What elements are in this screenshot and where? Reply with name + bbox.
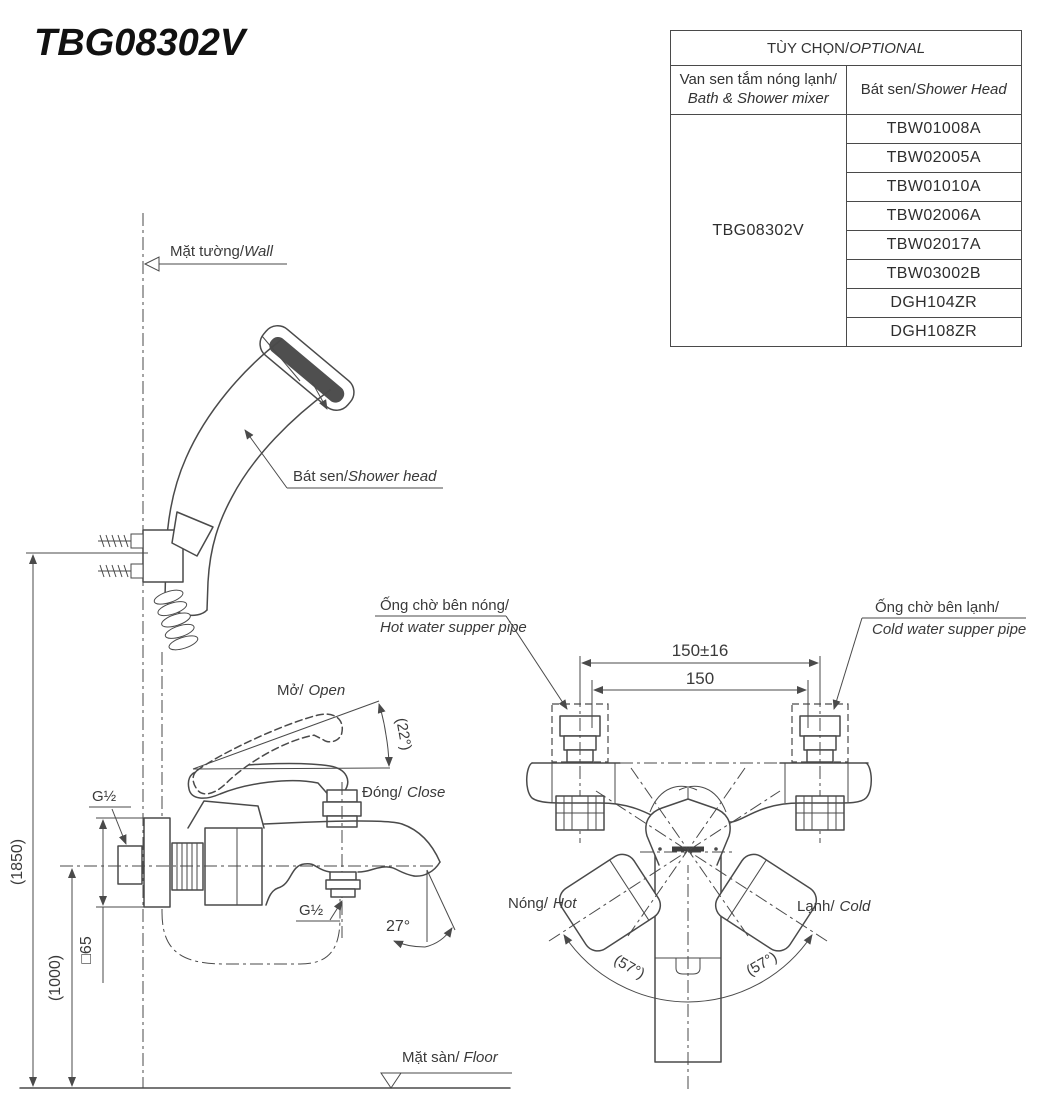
floor-label: Mặt sàn/Floor <box>402 1049 499 1066</box>
mounting-screw <box>98 563 144 579</box>
wall-supply-elbow <box>117 845 143 885</box>
svg-text:(1000): (1000) <box>47 955 64 1001</box>
shower-head-code: TBW02005A <box>845 143 1022 173</box>
hot-pipe-label: Ống chờ bên nóng/ Hot water supper pipe <box>375 596 568 710</box>
dimension-square-65: □65 <box>78 817 146 983</box>
open-angle-slant <box>192 700 380 770</box>
shower-head-code: TBW02017A <box>845 230 1022 260</box>
angle-right-label: (57°) <box>743 949 780 980</box>
diverter-knob <box>322 782 362 938</box>
product-code-cell: TBG08302V <box>670 114 847 347</box>
optional-parts-table: TÙY CHỌN/OPTIONAL Van sen tắm nóng lạnh/… <box>670 30 1022 347</box>
shower-head-code: DGH104ZR <box>845 288 1022 318</box>
hot-union-nut <box>555 795 605 831</box>
cold-union-nut <box>795 795 845 831</box>
wall-datum-triangle-icon <box>143 256 160 272</box>
handle-position-hot <box>558 853 662 952</box>
shower-neck-outer <box>164 339 282 599</box>
shower-neck-inner <box>206 389 331 611</box>
ghalf-wall-label: G½ <box>89 788 131 845</box>
open-angle-baseline <box>192 767 391 770</box>
table-header: TÙY CHỌN/OPTIONAL <box>670 30 1022 66</box>
open-angle-label: (22°) <box>392 717 414 752</box>
wall-bracket <box>98 511 214 583</box>
svg-text:Ống chờ bên lạnh/: Ống chờ bên lạnh/ <box>875 598 1000 616</box>
open-label: Mở/Open <box>277 682 345 699</box>
shower-head-code: TBW03002B <box>845 259 1022 289</box>
dimension-1850: (1850) <box>9 552 148 1087</box>
wall-label-text: Mặt tường/Wall <box>170 243 274 260</box>
page-title: TBG08302V <box>34 22 246 64</box>
svg-text:Hot water supper pipe: Hot water supper pipe <box>380 619 527 636</box>
dimension-1000: (1000) <box>47 868 76 1087</box>
handshower-outlet <box>325 871 361 898</box>
wall-label: Mặt tường/Wall <box>143 243 287 272</box>
svg-text:Ống chờ bên nóng/: Ống chờ bên nóng/ <box>380 596 510 614</box>
front-view-drawing: Ống chờ bên nóng/ Hot water supper pipe … <box>375 596 1026 1090</box>
shower-head-code: TBW01008A <box>845 114 1022 144</box>
hose-loop-phantom <box>161 899 341 965</box>
column-header-mixer: Van sen tắm nóng lạnh/Bath & Shower mixe… <box>670 65 847 115</box>
angle-left-label: (57°) <box>611 952 648 983</box>
cartridge-housing <box>187 800 265 829</box>
escutcheon-flange <box>143 817 171 908</box>
hot-label: Nóng/Hot <box>508 895 577 912</box>
svg-text:(1850): (1850) <box>9 839 26 885</box>
svg-text:□65: □65 <box>78 936 95 964</box>
floor-datum-triangle-icon <box>380 1072 402 1089</box>
cold-label: Lạnh/Cold <box>797 898 871 915</box>
svg-text:150: 150 <box>686 669 714 688</box>
shower-head-code: TBW02006A <box>845 201 1022 231</box>
cold-pipe-label: Ống chờ bên lạnh/ Cold water supper pipe <box>832 598 1026 710</box>
dimension-150-16: 150±16 <box>579 641 821 700</box>
spout-angle-dimension: 27° <box>386 869 456 949</box>
shower-label-text: Bát sen/Shower head <box>293 468 437 485</box>
shower-head-code: TBW01010A <box>845 172 1022 202</box>
shower-tick-2 <box>311 381 328 410</box>
column-header-shower-head: Bát sen/Shower Head <box>845 65 1022 115</box>
shower-head-code: DGH108ZR <box>845 317 1022 347</box>
shower-tick-1 <box>261 335 301 382</box>
svg-text:G½: G½ <box>92 788 117 805</box>
handle-cap-front <box>645 785 731 866</box>
bath-spout <box>263 820 441 906</box>
side-view-drawing: Mặt tường/Wall Bát sen/Shower head <box>9 213 512 1089</box>
handle-phantom-centerlines <box>548 767 828 942</box>
spout-angle-label: 27° <box>386 918 410 935</box>
shower-head <box>164 325 355 617</box>
dimension-150: 150 <box>591 669 809 728</box>
mixer-valve-body <box>117 800 265 908</box>
ghalf-outlet-label: G½ <box>296 900 343 922</box>
mixer-handle <box>185 700 393 799</box>
close-label: Đóng/Close <box>362 784 445 801</box>
mounting-screw <box>98 533 144 549</box>
floor: Mặt sàn/Floor <box>19 1049 512 1089</box>
svg-text:150±16: 150±16 <box>672 641 729 660</box>
svg-text:G½: G½ <box>299 902 324 919</box>
shower-hose <box>153 589 341 965</box>
svg-text:Cold water supper pipe: Cold water supper pipe <box>872 621 1026 638</box>
shower-label: Bát sen/Shower head <box>244 429 443 489</box>
